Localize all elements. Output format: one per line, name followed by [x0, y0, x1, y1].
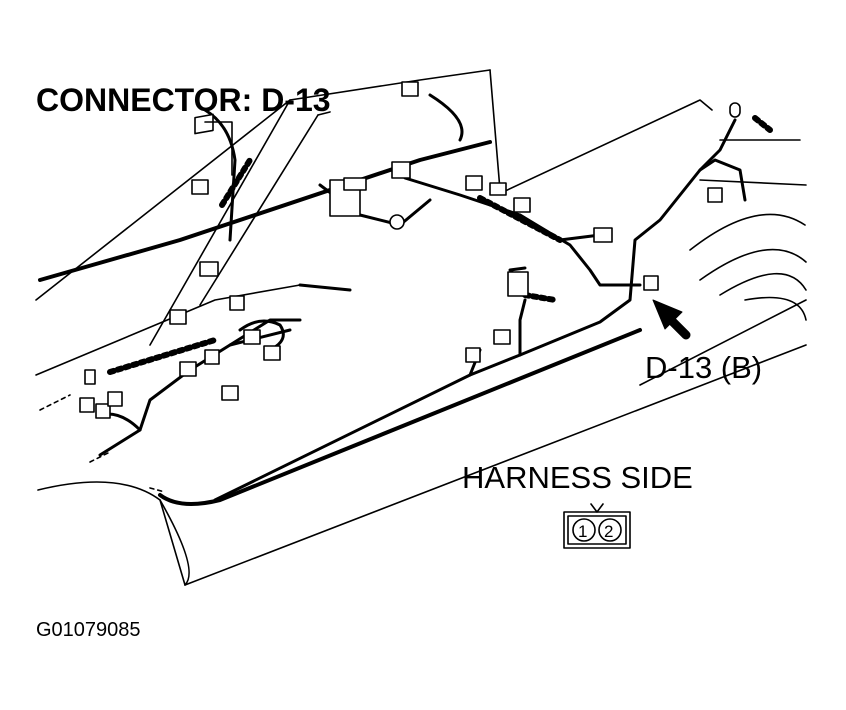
d13-callout-label: D-13 (B) [645, 350, 763, 385]
harness-connectors [79, 81, 741, 419]
connector-pin-1: 1 [578, 522, 587, 541]
figure-id: G01079085 [36, 619, 141, 641]
connector-title: CONNECTOR: D-13 [36, 82, 331, 118]
body-heavy-lines [38, 140, 642, 506]
harness-dashed-segments [107, 115, 773, 375]
wiring-harness [98, 93, 747, 502]
connector-pin-2: 2 [604, 522, 613, 541]
harness-side-connector-face [563, 503, 631, 549]
d13-pointer-arrow [652, 299, 691, 340]
title-leader-line [204, 121, 233, 176]
harness-side-label: HARNESS SIDE [462, 460, 693, 495]
vehicle-body-outline [35, 69, 807, 586]
